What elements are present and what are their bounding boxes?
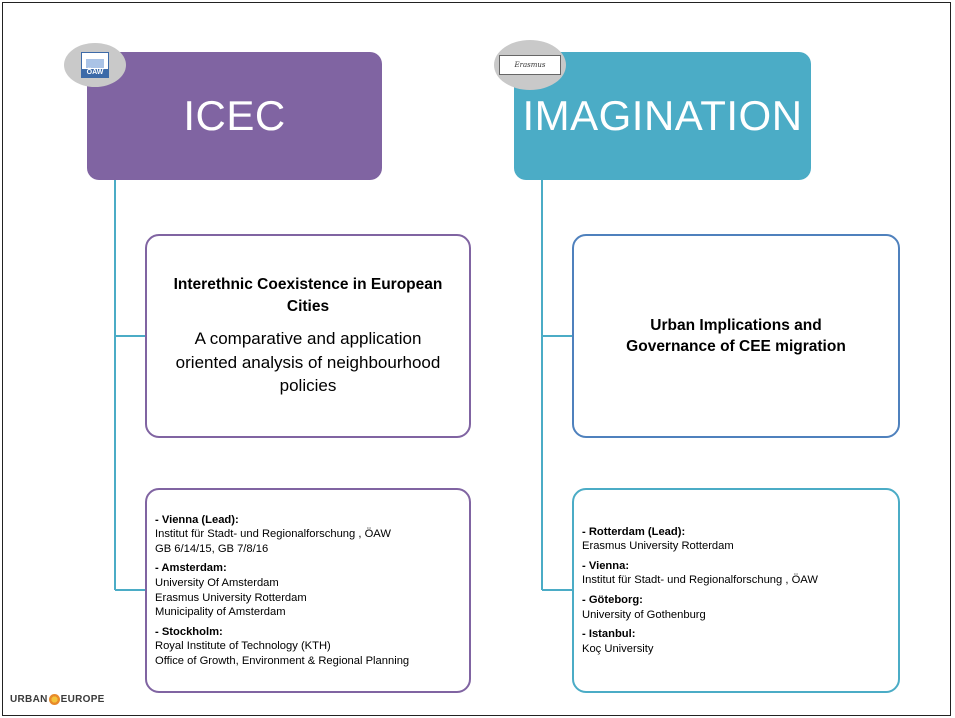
- partner-line: Municipality of Amsterdam: [155, 606, 286, 619]
- icec-title: ICEC: [183, 92, 286, 139]
- urban-europe-logo: URBAN EUROPE: [10, 694, 105, 705]
- partner-line: Koç University: [582, 642, 654, 655]
- imagination-project-name: Urban Implications and Governance of CEE…: [626, 316, 846, 355]
- icec-project-subtitle: A comparative and application oriented a…: [175, 329, 441, 396]
- urban-europe-mark-icon: [48, 694, 60, 705]
- imagination-partner-vienna: - Vienna: Institut für Stadt- und Region…: [582, 559, 890, 588]
- partner-city: - Vienna (Lead):: [155, 513, 239, 526]
- partner-city: - Stockholm:: [155, 625, 223, 638]
- imagination-partner-goteborg: - Göteborg: University of Gothenburg: [582, 593, 890, 622]
- partner-line: Institut für Stadt- und Regionalforschun…: [582, 574, 818, 587]
- imagination-partner-rotterdam: - Rotterdam (Lead): Erasmus University R…: [582, 525, 890, 554]
- oeaw-logo: ÖAW: [64, 43, 126, 87]
- urban-europe-logo-left: URBAN: [10, 694, 48, 705]
- erasmus-logo-text: Erasmus: [514, 61, 546, 69]
- icec-connector: [114, 180, 145, 591]
- oeaw-logo-text: ÖAW: [82, 69, 108, 77]
- imagination-description-box: Urban Implications and Governance of CEE…: [572, 234, 900, 438]
- urban-europe-logo-right: EUROPE: [60, 694, 105, 705]
- icec-partner-amsterdam: - Amsterdam: University Of Amsterdam Era…: [155, 561, 461, 619]
- icec-project-name: Interethnic Coexistence in European Citi…: [173, 276, 443, 315]
- imagination-connector: [541, 180, 572, 591]
- icec-partner-vienna: - Vienna (Lead): Institut für Stadt- und…: [155, 513, 461, 557]
- imagination-partners-box: - Rotterdam (Lead): Erasmus University R…: [572, 488, 900, 693]
- partner-line: Institut für Stadt- und Regionalforschun…: [155, 528, 391, 541]
- imagination-title: IMAGINATION: [522, 92, 803, 139]
- icec-header: ICEC: [87, 52, 382, 180]
- partner-line: Office of Growth, Environment & Regional…: [155, 654, 410, 667]
- imagination-partner-istanbul: - Istanbul: Koç University: [582, 627, 890, 656]
- partner-city: - Göteborg:: [582, 594, 643, 606]
- partner-line: University Of Amsterdam: [155, 576, 279, 589]
- partner-line: Erasmus University Rotterdam: [582, 540, 734, 553]
- partner-line: University of Gothenburg: [582, 608, 706, 621]
- icec-partners-box: - Vienna (Lead): Institut für Stadt- und…: [145, 488, 471, 693]
- partner-line: GB 6/14/15, GB 7/8/16: [155, 542, 269, 555]
- erasmus-logo: Erasmus: [494, 40, 566, 90]
- partner-line: Royal Institute of Technology (KTH): [155, 640, 331, 653]
- icec-partner-stockholm: - Stockholm: Royal Institute of Technolo…: [155, 625, 461, 669]
- partner-city: - Istanbul:: [582, 628, 636, 641]
- partner-line: Erasmus University Rotterdam: [155, 591, 307, 604]
- icec-description-box: Interethnic Coexistence in European Citi…: [145, 234, 471, 438]
- partner-city: - Vienna:: [582, 559, 630, 572]
- partner-city: - Amsterdam:: [155, 562, 227, 575]
- imagination-header: IMAGINATION: [514, 52, 811, 180]
- partner-city: - Rotterdam (Lead):: [582, 525, 686, 538]
